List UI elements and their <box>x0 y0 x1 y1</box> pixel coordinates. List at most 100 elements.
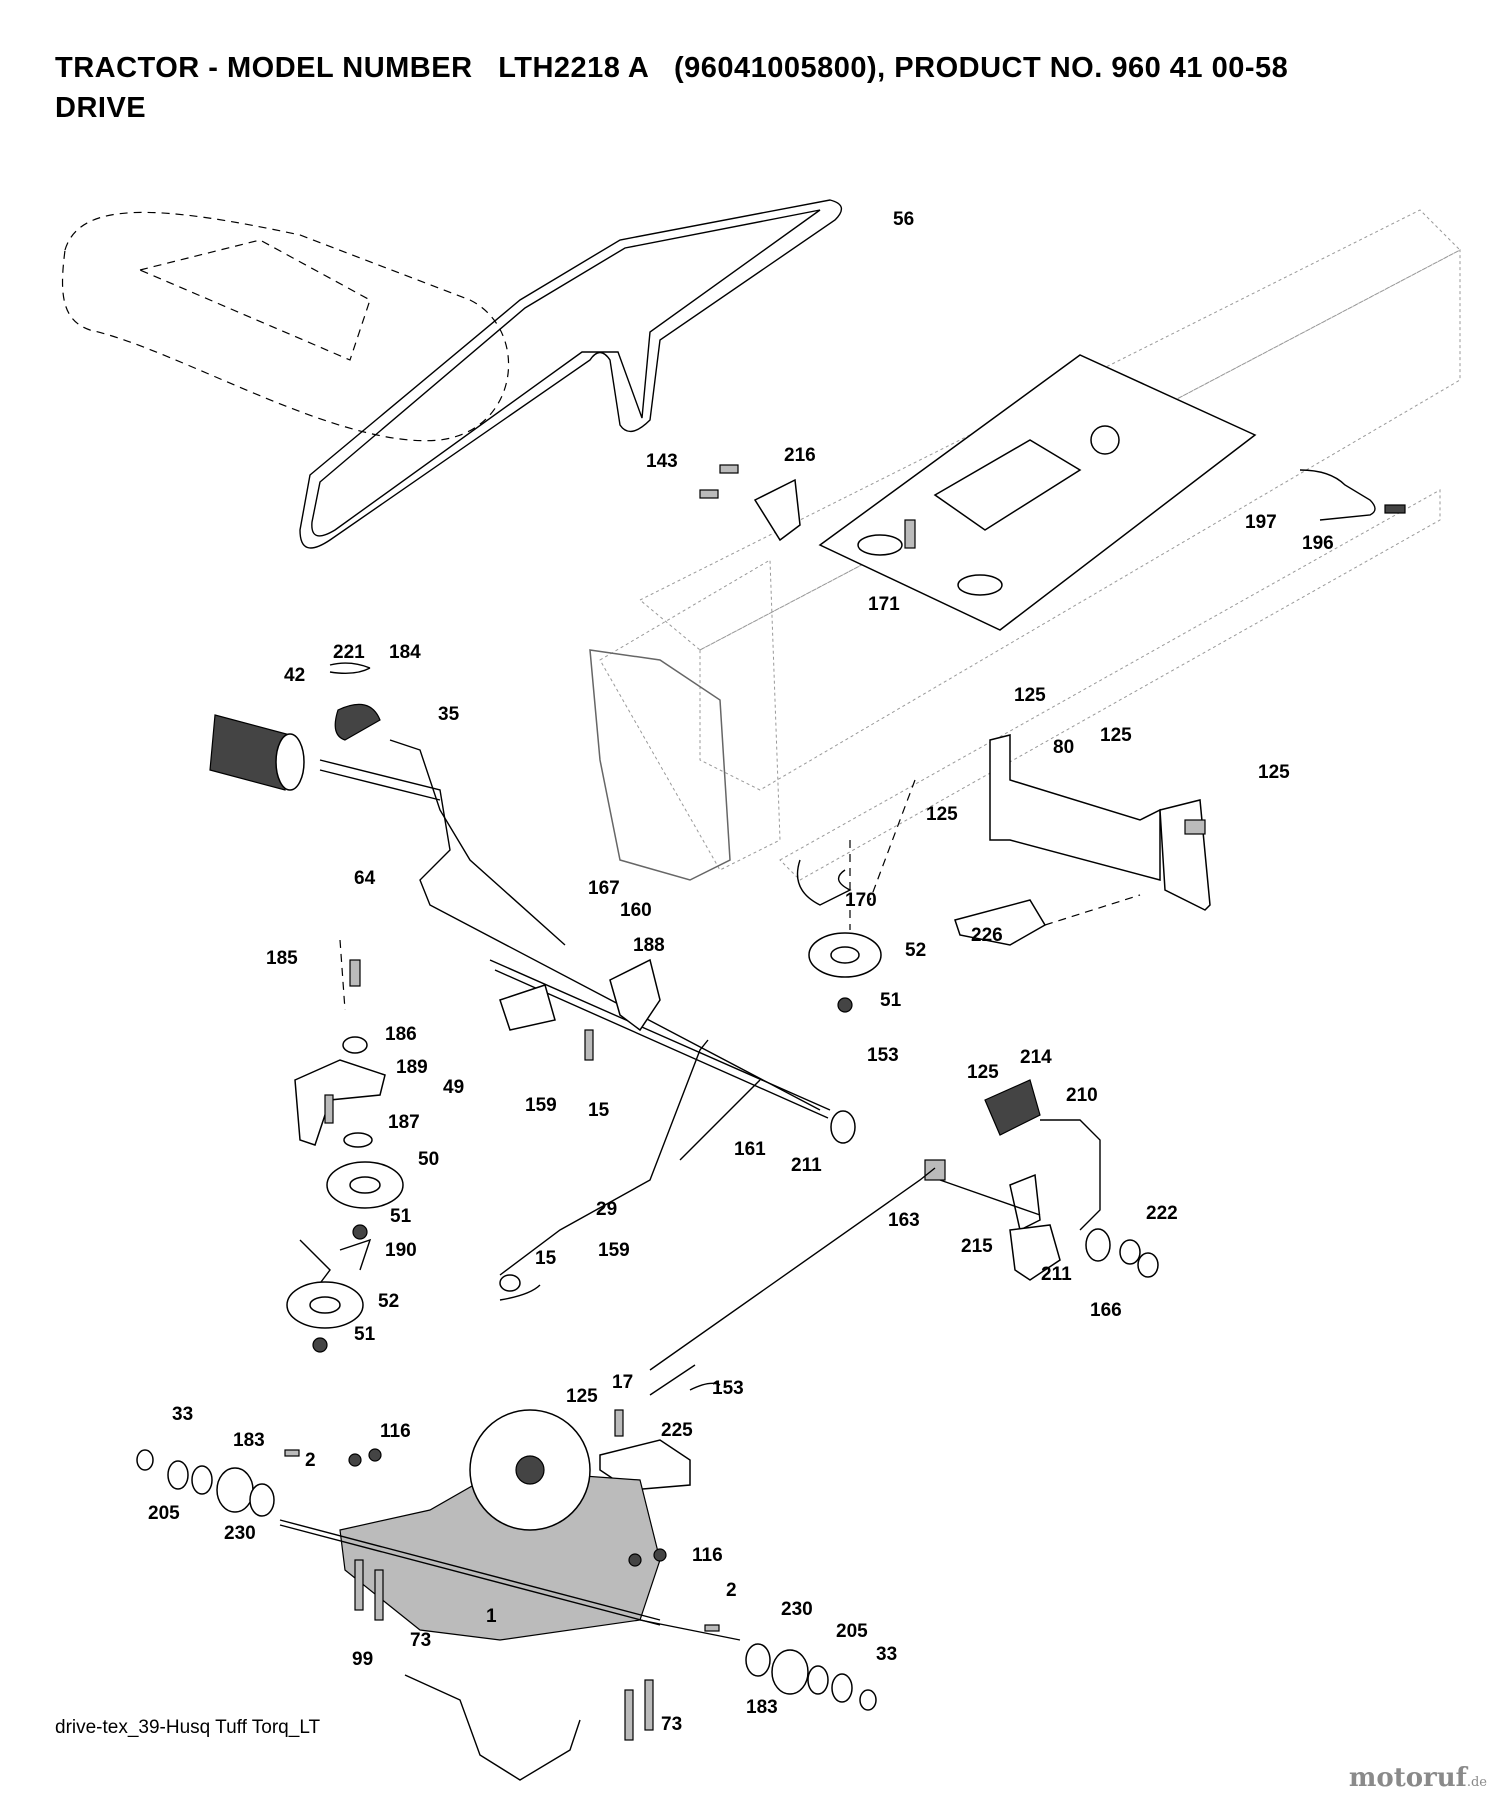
callout: 214 <box>1020 1047 1052 1068</box>
callout: 15 <box>535 1248 557 1269</box>
lift-rod-35 <box>389 739 566 946</box>
pulley-52-lower <box>286 1281 364 1353</box>
callout: 161 <box>734 1139 766 1160</box>
shift-lever-64 <box>319 759 821 1111</box>
callout: 51 <box>354 1324 376 1345</box>
bracket-226 <box>954 899 1047 946</box>
callout: 51 <box>390 1206 412 1227</box>
callout: 73 <box>410 1630 431 1651</box>
callout: 153 <box>867 1045 899 1066</box>
callout: 73 <box>661 1714 682 1735</box>
callout: 184 <box>389 642 421 663</box>
clip-221 <box>329 662 371 675</box>
pedal-assembly <box>924 1079 1101 1281</box>
callout: 42 <box>284 665 305 686</box>
idler-arm-189 <box>294 939 386 1148</box>
axle-hardware-right <box>704 1624 877 1711</box>
callout: 183 <box>233 1430 265 1451</box>
washer-15 <box>499 1274 521 1292</box>
callout: 17 <box>612 1372 633 1393</box>
leader-dashed <box>869 779 1141 926</box>
callout: 33 <box>172 1404 193 1425</box>
rod-163 <box>649 1167 936 1371</box>
bolt-171 <box>904 519 916 549</box>
callout: 52 <box>905 940 926 961</box>
callout: 125 <box>566 1386 598 1407</box>
callout: 211 <box>791 1155 822 1176</box>
drive-belt <box>299 199 843 549</box>
callout: 230 <box>781 1599 813 1620</box>
callout-labels: 56 143 216 197 196 171 221 184 42 35 125… <box>148 209 1334 1735</box>
bolt-196 <box>1384 504 1406 514</box>
callout: 167 <box>588 878 620 899</box>
callout: 116 <box>692 1545 723 1566</box>
callout: 64 <box>354 868 376 889</box>
tractor-frame <box>589 209 1461 881</box>
callout: 188 <box>633 935 665 956</box>
callout: 215 <box>961 1236 993 1257</box>
nuts-116 <box>348 1448 667 1567</box>
callout: 187 <box>388 1112 420 1133</box>
callout: 143 <box>646 451 678 472</box>
callout: 170 <box>845 890 877 911</box>
diagram-title: TRACTOR - MODEL NUMBER LTH2218 A (960410… <box>55 52 1289 84</box>
callout: 222 <box>1146 1203 1178 1224</box>
callout: 153 <box>712 1378 744 1399</box>
callout: 49 <box>443 1077 464 1098</box>
axle-hardware-left <box>136 1449 300 1517</box>
mounting-plate <box>818 354 1257 631</box>
callout: 29 <box>596 1199 617 1220</box>
callout: 197 <box>1245 512 1277 533</box>
knob-184 <box>334 703 381 741</box>
callout: 226 <box>971 925 1003 946</box>
rod-197 <box>1299 469 1376 521</box>
callout: 52 <box>378 1291 399 1312</box>
callout: 80 <box>1053 737 1074 758</box>
callout: 186 <box>385 1024 417 1045</box>
rod-99 <box>404 1674 581 1781</box>
callout: 35 <box>438 704 460 725</box>
callout: 166 <box>1090 1300 1122 1321</box>
callout: 190 <box>385 1240 417 1261</box>
callout: 205 <box>148 1503 180 1524</box>
callout: 125 <box>926 804 958 825</box>
callout: 163 <box>888 1210 920 1231</box>
callout: 51 <box>880 990 902 1011</box>
bracket-225 <box>599 1439 691 1491</box>
watermark-logo: motoruf.de <box>1348 1763 1487 1793</box>
callout: 221 <box>333 642 365 663</box>
callout: 210 <box>1066 1085 1098 1106</box>
clip-153 <box>689 1382 721 1391</box>
callout: 159 <box>598 1240 630 1261</box>
transaxle <box>279 1409 741 1641</box>
callout: 171 <box>868 594 900 615</box>
callout: 56 <box>893 209 914 230</box>
callout: 216 <box>784 445 816 466</box>
callout: 2 <box>726 1580 737 1601</box>
nut-51 <box>352 1224 368 1240</box>
callout: 125 <box>1100 725 1132 746</box>
bolts-73 <box>354 1559 654 1741</box>
pulley-50 <box>326 1161 404 1209</box>
bracket-216 <box>699 464 801 542</box>
callout: 99 <box>352 1649 373 1670</box>
callout: 211 <box>1041 1264 1072 1285</box>
callout: 2 <box>305 1450 316 1471</box>
callout: 125 <box>1258 762 1290 783</box>
callout: 15 <box>588 1100 610 1121</box>
callout: 225 <box>661 1420 693 1441</box>
callout: 189 <box>396 1057 428 1078</box>
seat-pan <box>61 211 510 442</box>
callout: 185 <box>266 948 298 969</box>
bolt-125-lower <box>614 1409 624 1437</box>
callout: 160 <box>620 900 652 921</box>
callout: 183 <box>746 1697 778 1718</box>
callout: 205 <box>836 1621 868 1642</box>
callout: 116 <box>380 1421 411 1442</box>
callout: 1 <box>486 1606 497 1627</box>
callout: 33 <box>876 1644 897 1665</box>
bracket-80 <box>989 734 1211 911</box>
cross-shaft-assembly <box>489 958 831 1119</box>
callout: 159 <box>525 1095 557 1116</box>
